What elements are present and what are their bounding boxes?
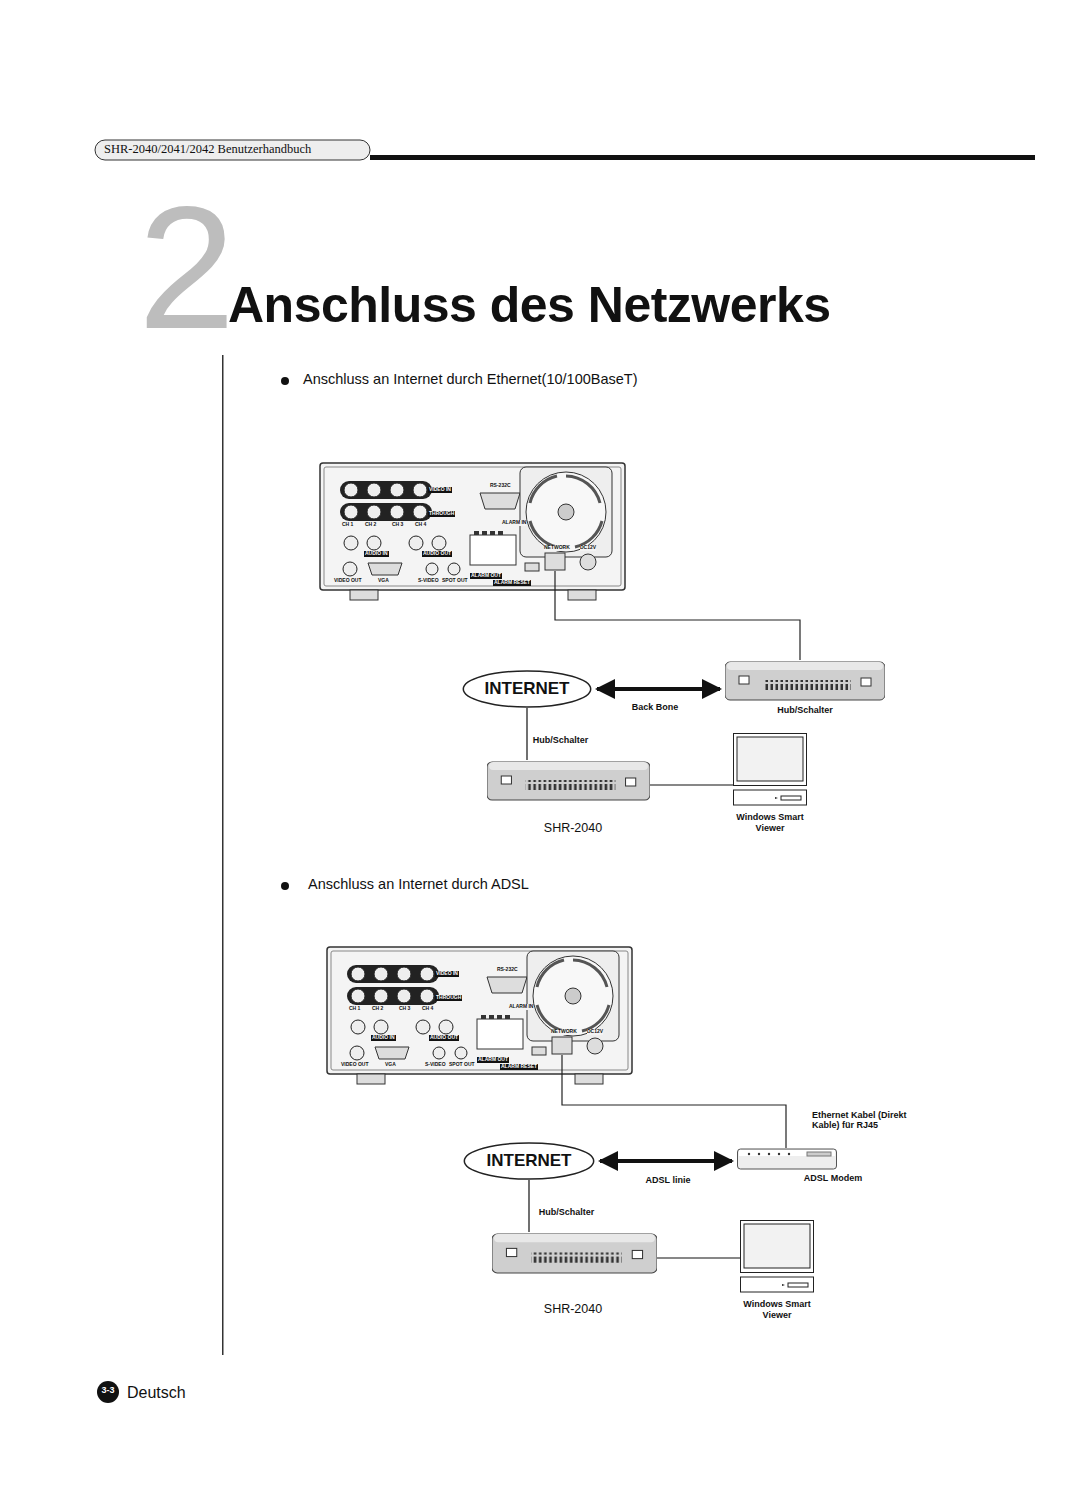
panel-label: ALARM IN: [509, 1004, 533, 1010]
connector: [650, 784, 733, 785]
node-label: Windows Smart Viewer: [730, 812, 810, 834]
panel-label: ALARM RESET: [500, 1064, 538, 1070]
panel-label: CH 2: [365, 522, 376, 528]
edge-label: Back Bone: [630, 702, 681, 712]
panel-label: VIDEO IN: [435, 971, 459, 977]
panel-label: DC12V: [587, 1029, 603, 1035]
panel-label: CH 3: [392, 522, 403, 528]
panel-label: VIDEO OUT: [341, 1062, 369, 1068]
panel-label: AUDIO OUT: [422, 551, 452, 557]
node-label: Hub/Schalter: [777, 705, 833, 716]
panel-label: ALARM IN: [502, 520, 526, 526]
panel-label: DC12V: [580, 545, 596, 551]
panel-label: VIDEO IN: [428, 487, 452, 493]
edge-label: ADSL linie: [644, 1175, 693, 1185]
language-label: Deutsch: [127, 1384, 186, 1402]
node-shape: [725, 660, 885, 702]
cable-label: Ethernet Kabel (Direkt Kable) für RJ45: [812, 1111, 930, 1131]
panel-label: ALARM OUT: [470, 573, 502, 579]
panel-label: AUDIO OUT: [429, 1035, 459, 1041]
panel-label: CH 1: [349, 1006, 360, 1012]
device-name: SHR-2040: [544, 822, 602, 836]
connector: [657, 1257, 740, 1258]
node-shape: [492, 1232, 657, 1275]
node-shape: [740, 1220, 814, 1293]
panel-label: SPOT OUT: [442, 578, 468, 584]
connector: [528, 1180, 529, 1232]
node-label: Hub/Schalter: [533, 735, 589, 746]
panel-label: VGA: [385, 1062, 396, 1068]
hub-switch: Hub/Schalter: [492, 1232, 657, 1275]
panel-label: S-VIDEO: [425, 1062, 446, 1068]
panel-label: RS-232C: [490, 483, 511, 489]
panel-label: THROUGH: [428, 511, 455, 517]
cloud-ellipse: INTERNET: [463, 1142, 595, 1180]
node-shape: [487, 760, 650, 802]
panel-label: ALARM RESET: [493, 580, 531, 586]
bullet-text: Anschluss an Internet durch Ethernet(10/…: [303, 372, 638, 388]
connector: [600, 1159, 732, 1163]
panel-label: CH 4: [422, 1006, 433, 1012]
node-label: Hub/Schalter: [539, 1207, 595, 1218]
panel-label: NETWORK: [544, 545, 570, 551]
panel-label: CH 3: [399, 1006, 410, 1012]
node-shape: [733, 733, 807, 806]
panel-label: VIDEO OUT: [334, 578, 362, 584]
panel-label: CH 2: [372, 1006, 383, 1012]
bullet-text: Anschluss an Internet durch ADSL: [308, 877, 529, 893]
panel-label: CH 1: [342, 522, 353, 528]
section-number: 2: [138, 180, 235, 355]
viewer-pc: Windows Smart Viewer: [733, 733, 807, 806]
cloud-ellipse: INTERNET: [462, 670, 592, 708]
node-label: ADSL Modem: [804, 1173, 862, 1184]
panel-label: CH 4: [415, 522, 426, 528]
page-title: Anschluss des Netzwerks: [228, 278, 831, 333]
adsl-modem: ADSL Modem: [737, 1148, 837, 1170]
panel-label: RS-232C: [497, 967, 518, 973]
page-number: 3-3: [101, 1386, 114, 1396]
viewer-pc: Windows Smart Viewer: [740, 1220, 814, 1293]
node-label: INTERNET: [485, 679, 570, 699]
device-name: SHR-2040: [544, 1303, 602, 1317]
panel-label: S-VIDEO: [418, 578, 439, 584]
panel-label: AUDIO IN: [364, 551, 389, 557]
node-label: INTERNET: [487, 1151, 572, 1171]
hub-switch: Hub/Schalter: [487, 760, 650, 802]
panel-label: THROUGH: [435, 995, 462, 1001]
hub-switch: Hub/Schalter: [725, 660, 885, 702]
panel-label: ALARM OUT: [477, 1057, 509, 1063]
node-shape: [737, 1148, 837, 1170]
node-label: Windows Smart Viewer: [737, 1299, 817, 1321]
connector: [597, 687, 720, 691]
panel-label: NETWORK: [551, 1029, 577, 1035]
connector: [526, 708, 527, 760]
panel-label: SPOT OUT: [449, 1062, 475, 1068]
panel-label: VGA: [378, 578, 389, 584]
header-text: SHR-2040/2041/2042 Benutzerhandbuch: [104, 143, 311, 157]
panel-label: AUDIO IN: [371, 1035, 396, 1041]
